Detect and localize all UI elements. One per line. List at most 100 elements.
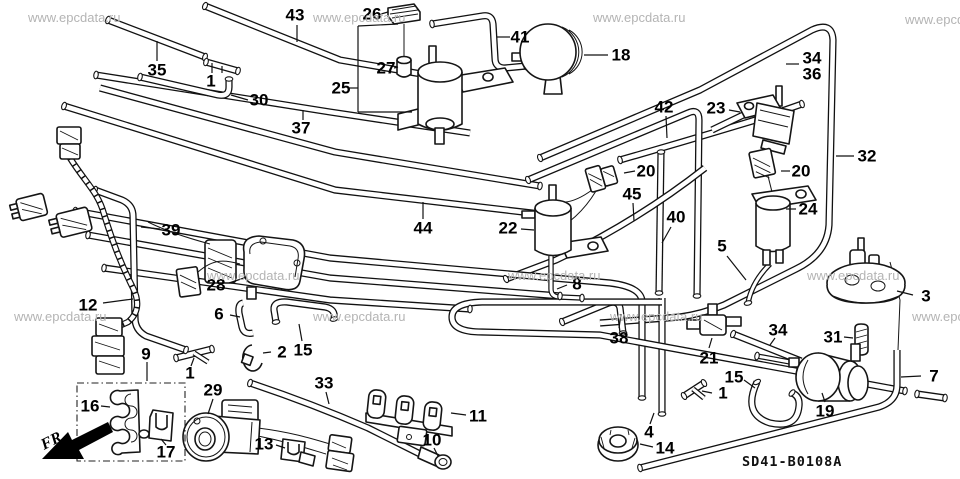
callout-24[interactable]: 24 [799,200,818,219]
bolt-10 [417,446,452,470]
callout-27[interactable]: 27 [377,59,396,78]
callout-26[interactable]: 26 [363,5,382,24]
callout-39[interactable]: 39 [162,221,181,240]
callout-16[interactable]: 16 [81,397,100,416]
callout-1[interactable]: 1 [718,384,727,403]
fr-arrow-icon [42,422,113,459]
callout-25[interactable]: 25 [332,79,351,98]
leader-line [618,313,622,329]
tube-hairpin-core [449,299,906,394]
tube-44-core [63,103,541,217]
plug-27 [396,55,412,78]
callout-37[interactable]: 37 [292,119,311,138]
watermark-text: www.epcdata.ru [806,268,900,283]
callout-34[interactable]: 34 [803,49,822,68]
canister-3 [826,237,906,351]
tube-end-cap [914,389,920,399]
tube-end-cap [700,378,708,388]
leader-line [160,438,167,446]
watermark-text: www.epcdata.ru [592,10,686,25]
clamp-2 [240,344,263,372]
callout-42[interactable]: 42 [655,98,674,117]
callout-10[interactable]: 10 [423,431,442,450]
callout-35[interactable]: 35 [148,61,167,80]
leader-line [102,298,134,304]
part-code: SD41-B0108A [742,454,842,470]
leader-line [433,447,439,457]
callout-9[interactable]: 9 [141,345,150,364]
callout-6[interactable]: 6 [214,305,223,324]
callout-12[interactable]: 12 [79,296,98,315]
callout-38[interactable]: 38 [610,329,629,348]
callout-44[interactable]: 44 [414,219,433,238]
tube-33-core [249,380,428,460]
leader-line [298,323,303,342]
leader-line [743,379,756,389]
tube-end-cap [743,300,753,306]
callout-23[interactable]: 23 [707,99,726,118]
callout-29[interactable]: 29 [204,381,223,400]
callout-17[interactable]: 17 [157,443,176,462]
callout-2[interactable]: 2 [277,343,286,362]
callout-5[interactable]: 5 [717,237,726,256]
leader-line [450,412,467,416]
tube-end-cap [61,101,67,111]
connector-20-right [748,147,777,179]
tube-end-cap [788,389,796,397]
tube-end-piece-core [916,391,946,401]
watermark-text: www.epcdata.ru [609,309,703,324]
callout-14[interactable]: 14 [656,439,675,458]
callout-13[interactable]: 13 [255,435,274,454]
tube-end-cap [101,263,107,273]
callout-15[interactable]: 15 [294,341,313,360]
callout-45[interactable]: 45 [623,185,642,204]
callout-36[interactable]: 36 [803,65,822,84]
tube-end-cap [579,293,585,303]
callout-11[interactable]: 11 [469,407,487,426]
leader-lines [100,11,922,457]
tube-run-c [87,231,561,300]
callout-41[interactable]: 41 [511,28,530,47]
callout-32[interactable]: 32 [858,147,877,166]
callout-34[interactable]: 34 [769,321,788,340]
callout-20[interactable]: 20 [792,162,811,181]
leader-line [665,115,668,139]
callout-3[interactable]: 3 [921,287,930,306]
tube-end-cap [557,291,563,301]
callout-4[interactable]: 4 [644,423,654,442]
callout-31[interactable]: 31 [824,328,843,347]
callout-33[interactable]: 33 [315,374,334,393]
leader-line [230,94,249,101]
connector-20-left [548,164,619,234]
callout-20[interactable]: 20 [637,162,656,181]
callout-21[interactable]: 21 [700,349,719,368]
callout-7[interactable]: 7 [929,367,938,386]
callout-1[interactable]: 1 [206,72,215,91]
harness-12 [8,126,237,375]
watermark-text: www.epcdata.ru [507,268,601,283]
tube-end-cap [467,304,473,314]
callout-8[interactable]: 8 [572,275,581,294]
tube-end-cap [729,329,737,339]
valve-22 [521,184,609,259]
callout-28[interactable]: 28 [207,276,226,295]
callout-15[interactable]: 15 [725,368,744,387]
callout-43[interactable]: 43 [286,6,305,25]
callout-22[interactable]: 22 [499,219,518,238]
harness-cable-core [68,156,140,332]
callout-40[interactable]: 40 [667,208,686,227]
fr-direction [42,422,113,459]
leader-line [639,443,654,448]
tube-joint-1b-branch-core [193,351,209,364]
leader-line [896,290,914,296]
leader-line [701,390,713,394]
callout-19[interactable]: 19 [816,402,835,421]
callout-1[interactable]: 1 [185,364,194,383]
callout-30[interactable]: 30 [250,91,269,110]
tube-end-cap [105,15,111,25]
filter-inlet-core [756,354,791,364]
tube-end-cap [942,393,948,403]
leader-line [140,226,161,230]
callout-18[interactable]: 18 [612,46,631,65]
